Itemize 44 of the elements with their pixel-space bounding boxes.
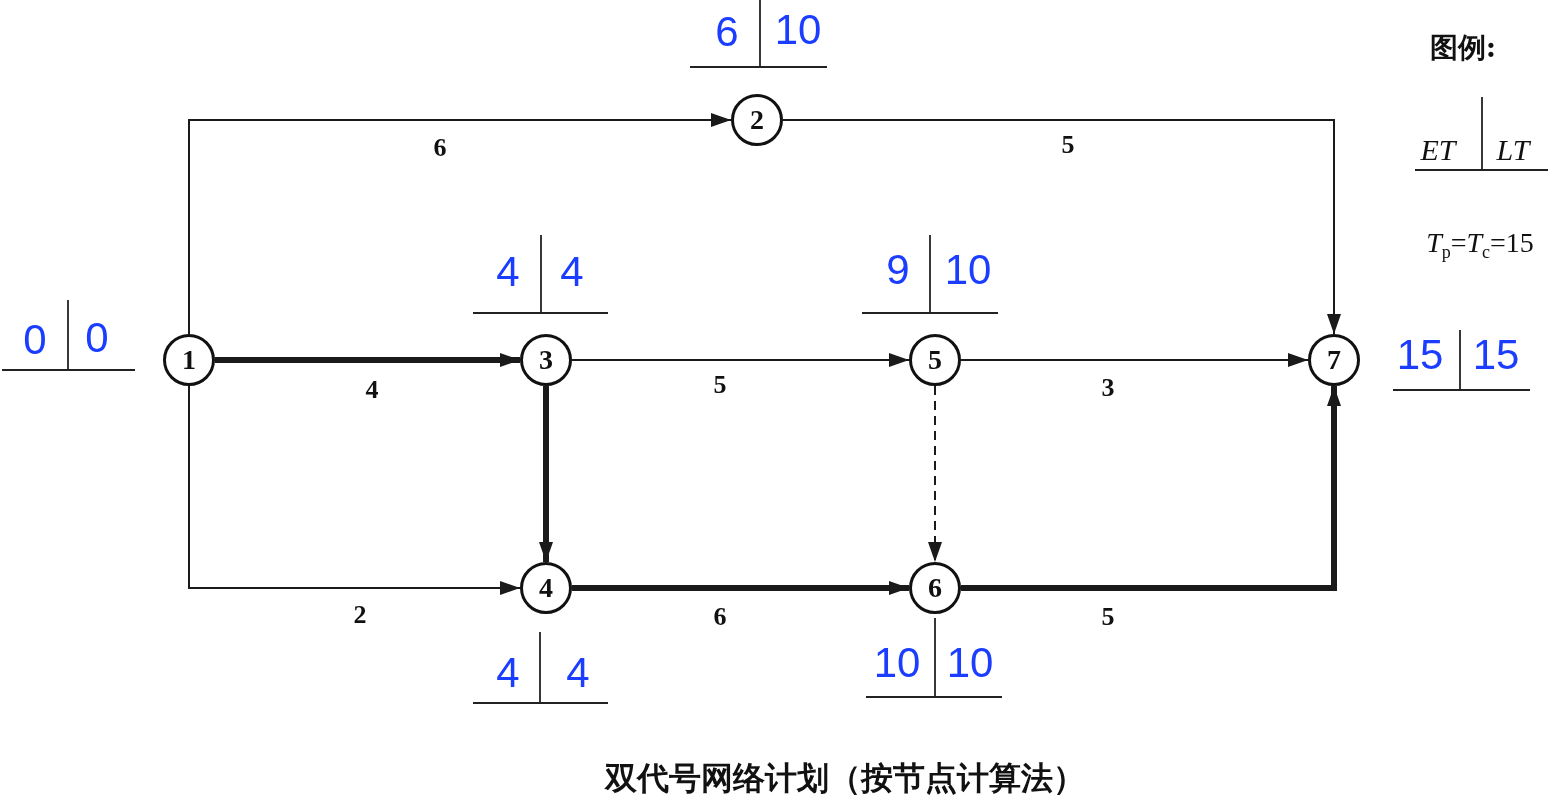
edge-label: 6: [713, 604, 727, 630]
edge-label: 4: [365, 377, 379, 403]
time-value: 4: [560, 251, 584, 293]
time-value: 15: [1472, 334, 1520, 376]
edge-label: 5: [713, 372, 727, 398]
node-circle: 4: [520, 562, 572, 614]
arrow: [782, 119, 1341, 335]
dashed-arrow: [928, 385, 942, 563]
caption: 双代号网络计划（按节点计算法）: [605, 762, 1085, 794]
node-circle: 3: [520, 334, 572, 386]
time-value: 15: [1396, 334, 1444, 376]
legend-text: ET: [1420, 135, 1456, 165]
edge-label: 2: [353, 602, 367, 628]
node-circle: 5: [909, 334, 961, 386]
arrow: [188, 385, 521, 595]
edge-label: 5: [1101, 604, 1115, 630]
edge-label: 5: [1061, 132, 1075, 158]
time-value: 9: [886, 249, 910, 291]
node-circle: 7: [1308, 334, 1360, 386]
time-value: 4: [496, 652, 520, 694]
arrow: [960, 353, 1309, 367]
note: T$_{p}$=T$_{c}$=15: [1426, 228, 1534, 262]
time-value: 0: [85, 317, 109, 359]
arrow: [215, 353, 520, 367]
time-value: 4: [566, 652, 590, 694]
time-value: 10: [944, 249, 992, 291]
time-value: 0: [23, 319, 47, 361]
arrow: [572, 581, 909, 595]
node-circle: 6: [909, 562, 961, 614]
edge-label: 6: [433, 135, 447, 161]
legend-title: 图例:: [1429, 34, 1497, 62]
arrow: [539, 386, 553, 562]
time-value: 10: [873, 642, 921, 684]
time-value: 10: [946, 642, 994, 684]
legend-text: LT: [1496, 135, 1530, 165]
node-circle: 1: [163, 334, 215, 386]
time-value: 10: [774, 9, 822, 51]
arrow: [571, 353, 910, 367]
arrow: [961, 386, 1341, 591]
arrow: [188, 113, 732, 335]
time-value: 4: [496, 251, 520, 293]
node-circle: 2: [731, 94, 783, 146]
edge-label: 3: [1101, 375, 1115, 401]
time-value: 6: [715, 11, 739, 53]
